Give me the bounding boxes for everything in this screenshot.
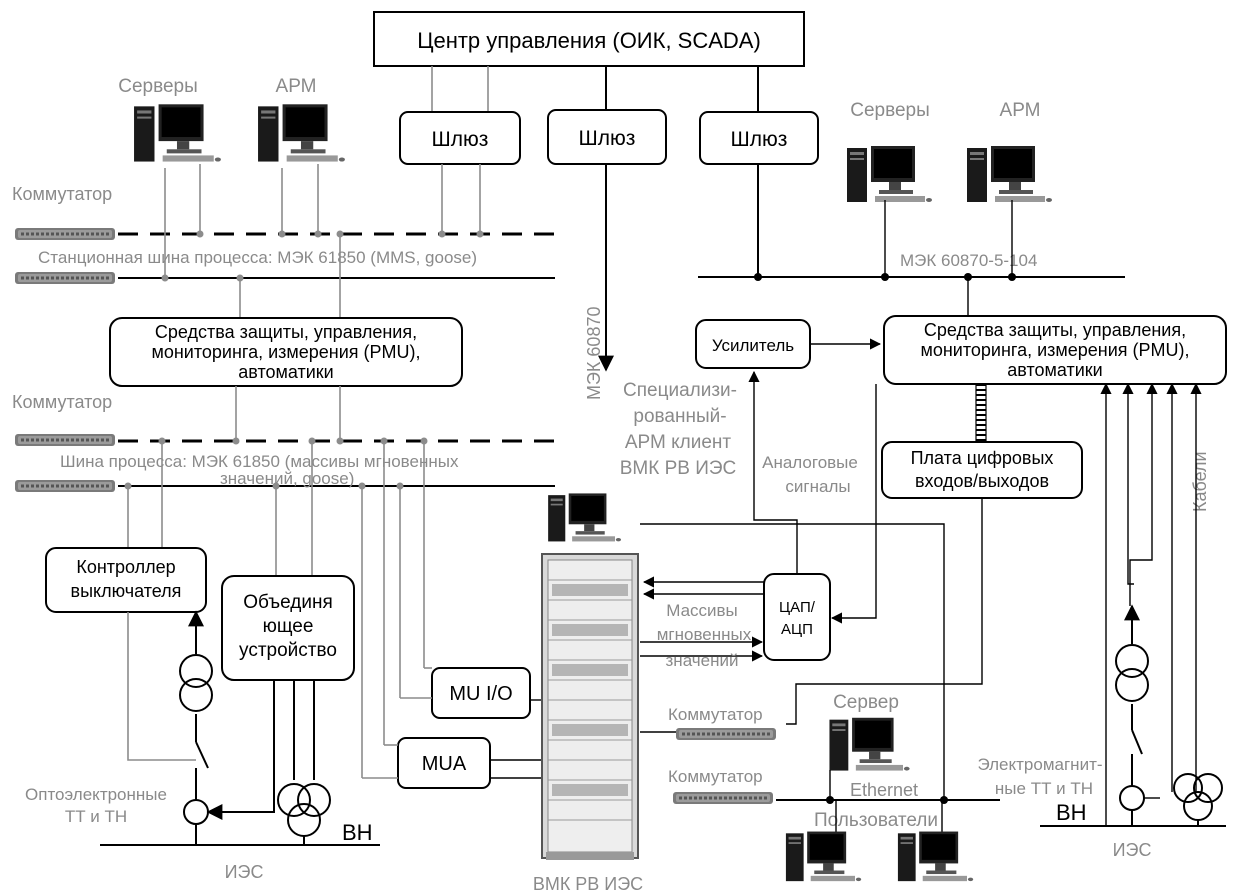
vt-right-icon-b <box>1193 773 1223 803</box>
switch-center-1-icon <box>676 726 776 742</box>
dac-adc-line1: ЦАП/ <box>779 599 816 616</box>
user-pc-2-icon <box>897 831 974 882</box>
mua-box <box>397 737 491 789</box>
servers-left-label: Серверы <box>118 76 198 97</box>
arrays-line2: мгновенных <box>657 625 752 644</box>
switch-left-3-icon <box>14 432 116 448</box>
mua-label: MUA <box>422 753 467 775</box>
control-center-box <box>373 11 805 67</box>
switch-left-2-icon <box>14 270 116 286</box>
optoelectronic-line2: ТТ и ТН <box>65 807 127 826</box>
breaker-left-icon <box>195 741 209 769</box>
amplifier-label: Усилитель <box>712 336 794 355</box>
server-center-pc-icon <box>829 717 910 771</box>
dac-adc-box <box>763 573 831 661</box>
ies-left-label: ИЭС <box>225 862 264 882</box>
specialized-arm-line2: рованный- <box>633 406 726 427</box>
arrays-line3: значений <box>666 651 739 670</box>
mu-io-box <box>431 667 531 719</box>
process-bus-line1: Шина процесса: МЭК 61850 (массивы мгнове… <box>60 452 459 471</box>
specialized-arm-line4: ВМК РВ ИЭС <box>620 458 737 479</box>
station-bus-label: Станционная шина процесса: МЭК 61850 (MM… <box>38 248 477 267</box>
gateway-1-box <box>399 111 521 165</box>
vt-left-icon-b <box>297 783 331 817</box>
merging-unit-box <box>221 575 355 681</box>
switch-center-2-icon <box>672 790 774 806</box>
analog-signals-line1: Аналоговые <box>762 453 858 472</box>
breaker-controller-line1: Контроллер <box>76 557 175 577</box>
switch-center-2-label: Коммутатор <box>668 767 763 786</box>
breaker-controller-box <box>45 547 207 613</box>
iec60870-label: МЭК 60870 <box>584 307 604 400</box>
users-label: Пользователи <box>814 810 938 831</box>
electromagnetic-line1: Электромагнит- <box>977 755 1102 774</box>
server-right-pc-icon <box>847 146 932 202</box>
arm-left-pc-icon <box>258 104 345 162</box>
server-rack-icon <box>541 553 639 860</box>
breaker-right-icon <box>1131 729 1143 755</box>
server-left-pc-icon <box>134 104 221 162</box>
switch-left-4-icon <box>14 478 116 494</box>
merging-unit-line2: ющее <box>263 616 314 637</box>
breaker-controller-line2: выключателя <box>71 581 182 601</box>
merging-unit-line3: устройство <box>239 640 337 661</box>
ethernet-label: Ethernet <box>850 780 918 800</box>
cable-lines <box>1100 382 1202 826</box>
ct-right-icon <box>1119 785 1145 811</box>
dac-adc-line2: АЦП <box>781 621 813 638</box>
protection-right-line2: мониторинга, измерения (PMU), <box>920 340 1189 360</box>
user-pc-1-icon <box>785 831 862 882</box>
specialized-arm-line1: Специализи- <box>623 380 737 401</box>
electromagnetic-line2: ные ТТ и ТН <box>995 779 1093 798</box>
merging-unit-line1: Объединя <box>243 592 333 613</box>
arm-right-label: АРМ <box>1000 100 1041 121</box>
protection-right-box <box>883 315 1227 385</box>
protection-right-line1: Средства защиты, управления, <box>924 320 1186 340</box>
arm-right-pc-icon <box>967 146 1052 202</box>
server-label: Сервер <box>833 692 899 713</box>
vmk-label: ВМК РВ ИЭС <box>533 874 643 894</box>
gateway-3-label: Шлюз <box>731 128 788 151</box>
process-bus-line2: значений, goose) <box>220 469 354 488</box>
mu-io-label: MU I/O <box>449 683 512 705</box>
protection-left-line2: мониторинга, измерения (PMU), <box>151 342 420 362</box>
vt-left-icon-a <box>277 783 311 817</box>
arrays-line1: Массивы <box>666 601 738 620</box>
gateway-1-label: Шлюз <box>432 128 489 151</box>
gateway-2-label: Шлюз <box>579 127 636 150</box>
iec104-label: МЭК 60870-5-104 <box>900 251 1037 270</box>
hv-left-label: ВН <box>342 820 373 845</box>
protection-left-line1: Средства защиты, управления, <box>155 322 417 342</box>
vt-right-icon-a <box>1173 773 1203 803</box>
optoelectronic-line1: Оптоэлектронные <box>25 785 167 804</box>
digital-io-line1: Плата цифровых <box>911 448 1054 468</box>
cables-label: Кабели <box>1190 451 1210 512</box>
switch-left-1-label: Коммутатор <box>12 184 112 204</box>
hv-right-label: ВН <box>1056 800 1087 825</box>
switch-left-3-label: Коммутатор <box>12 392 112 412</box>
switch-left-1-icon <box>14 226 116 242</box>
servers-right-label: Серверы <box>850 100 930 121</box>
protection-right-line3: автоматики <box>1007 360 1102 380</box>
digital-io-line2: входов/выходов <box>915 471 1049 491</box>
vt-left-icon-c <box>287 803 321 837</box>
transformer-left-icon <box>178 653 214 713</box>
specialized-arm-line3: АРМ клиент <box>625 432 732 453</box>
transformer-right-icon <box>1114 643 1150 703</box>
switch-center-1-label: Коммутатор <box>668 705 763 724</box>
protection-left-box <box>109 317 463 387</box>
analog-signals-line2: сигналы <box>785 477 850 496</box>
vt-right-icon-c <box>1183 791 1213 821</box>
specialized-arm-pc-icon <box>548 493 621 542</box>
ies-right-label: ИЭС <box>1113 840 1152 860</box>
control-center-label: Центр управления (ОИК, SCADA) <box>417 28 761 53</box>
arm-left-label: АРМ <box>276 76 317 97</box>
ct-left-icon <box>183 799 209 825</box>
protection-left-line3: автоматики <box>238 362 333 382</box>
